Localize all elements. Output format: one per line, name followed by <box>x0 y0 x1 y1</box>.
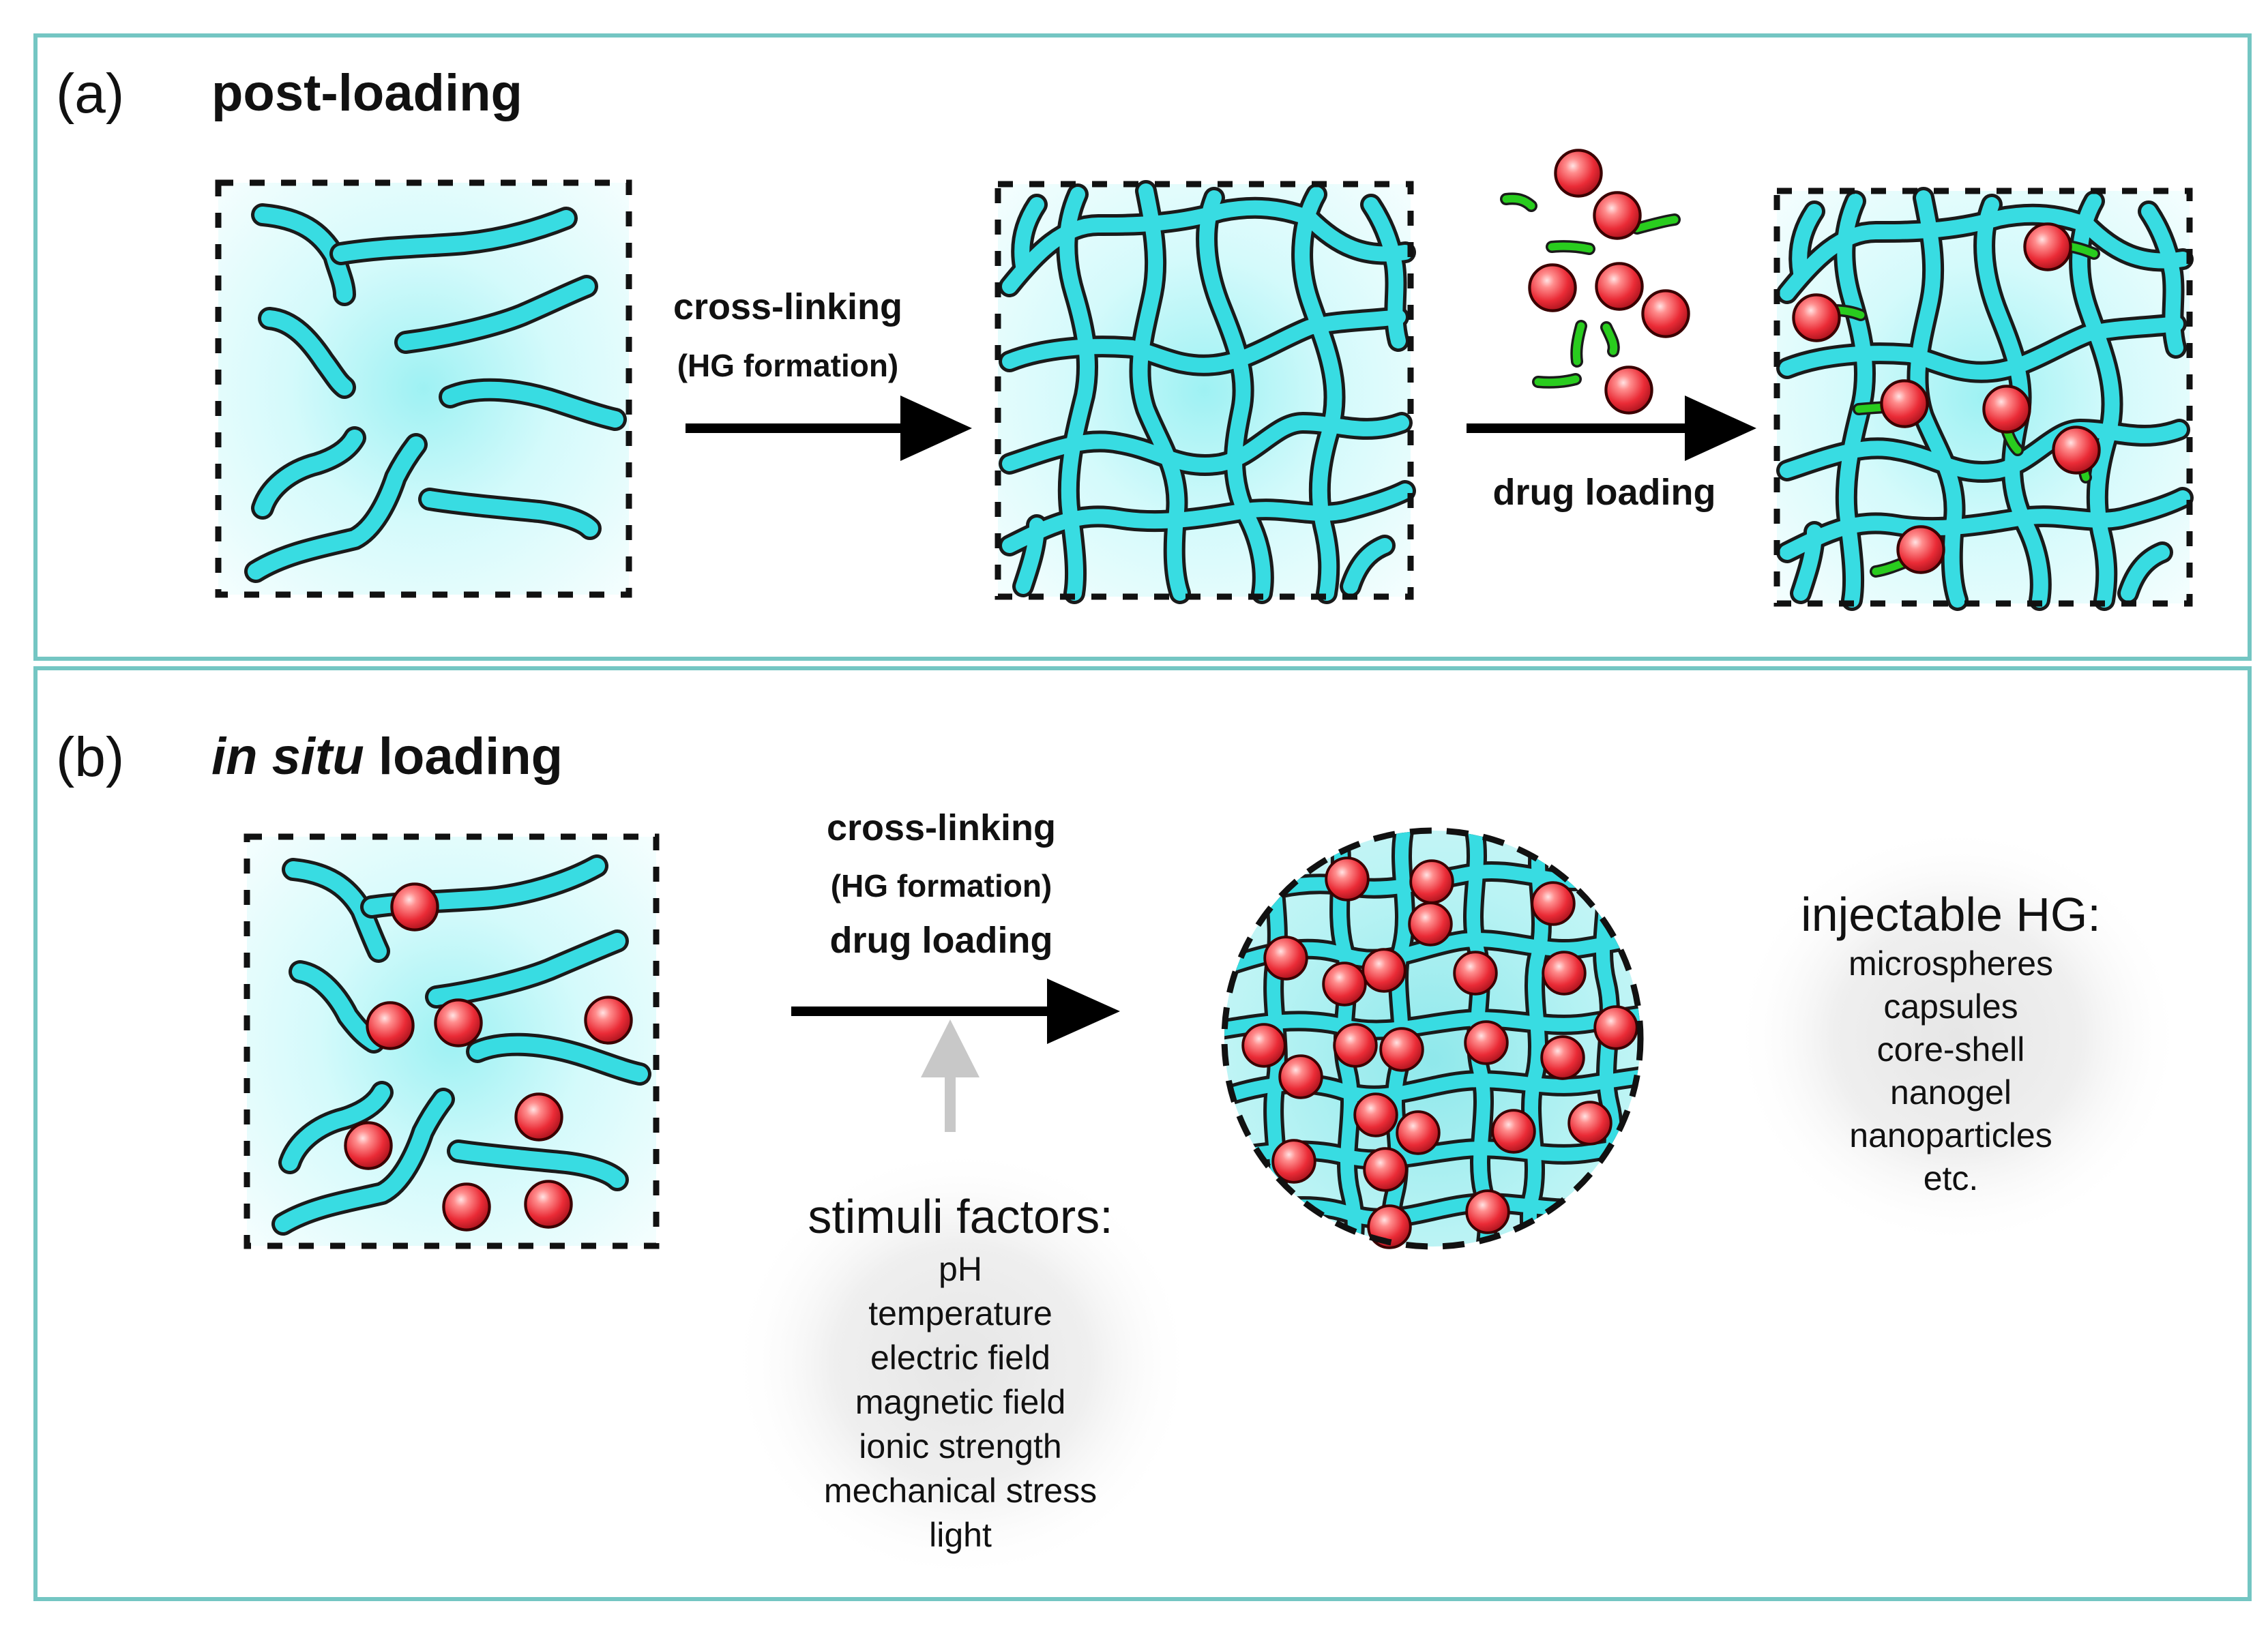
crosslinked-network-box <box>995 180 1416 604</box>
drug-loading-arrow-a <box>1467 396 1756 461</box>
injectable-hg-box: injectable HG: microspheres capsules cor… <box>1733 825 2183 1248</box>
box-3-outline <box>1773 188 2193 607</box>
box-2-outline <box>995 181 1414 600</box>
stimuli-item-ionic-strength: ionic strength <box>859 1427 1061 1465</box>
panel-b-title-italic: in situ <box>211 728 364 786</box>
panel-b-letter: (b) <box>56 726 124 788</box>
crosslinking-arrow-b <box>791 979 1120 1044</box>
stimuli-item-light: light <box>929 1516 992 1554</box>
stimuli-item-ph: pH <box>939 1250 982 1288</box>
panel-b: (b) in situ loading <box>33 666 2252 1601</box>
loaded-network-chains <box>1776 187 2194 611</box>
crosslinking-arrow-a <box>686 396 972 461</box>
stimuli-arrow <box>921 1019 980 1132</box>
injectable-item-capsules: capsules <box>1883 987 2018 1026</box>
injectable-item-microspheres: microspheres <box>1849 944 2053 983</box>
stimuli-heading: stimuli factors: <box>808 1190 1113 1243</box>
panel-a: (a) post-loading <box>33 33 2252 661</box>
injectable-heading: injectable HG: <box>1801 888 2101 941</box>
panel-a-title: post-loading <box>211 64 522 122</box>
stimuli-item-mechanical-stress: mechanical stress <box>824 1472 1097 1510</box>
injectable-item-core-shell: core-shell <box>1877 1030 2025 1069</box>
precursor-with-drug-box <box>244 833 660 1249</box>
drug-loaded-network-box <box>1773 187 2194 611</box>
stimuli-item-temperature: temperature <box>868 1294 1052 1332</box>
injectable-item-etc: etc. <box>1924 1159 1979 1197</box>
precursor-chains <box>271 854 651 1236</box>
free-polymer-chains <box>244 203 627 583</box>
crosslinking-label-a: cross-linking <box>673 286 902 327</box>
injectable-item-nanogel: nanogel <box>1890 1073 2012 1112</box>
uncrosslinked-polymer-box <box>215 179 632 598</box>
panel-a-letter: (a) <box>56 63 124 125</box>
free-drug-cluster <box>1500 150 1689 413</box>
drug-loading-label-a: drug loading <box>1493 472 1716 513</box>
network-chains <box>999 180 1416 604</box>
stimuli-item-magnetic-field: magnetic field <box>855 1383 1066 1421</box>
panel-b-title-rest: loading <box>364 728 563 786</box>
injectable-item-nanoparticles: nanoparticles <box>1849 1116 2052 1154</box>
drug-loading-label-b: drug loading <box>830 920 1053 961</box>
microsphere-outline <box>1221 827 1644 1250</box>
stimuli-factors-box: stimuli factors: pH temperature electric… <box>730 1146 1194 1582</box>
crosslinking-label-b: cross-linking <box>827 807 1056 848</box>
panel-b-title: in situ loading <box>211 728 563 786</box>
drug-linkers <box>1500 192 1681 389</box>
hg-formation-label-b: (HG formation) <box>831 868 1052 904</box>
stimuli-item-electric-field: electric field <box>870 1339 1050 1377</box>
hydrogel-microsphere <box>1221 827 1644 1250</box>
hg-formation-label-a: (HG formation) <box>677 348 899 383</box>
